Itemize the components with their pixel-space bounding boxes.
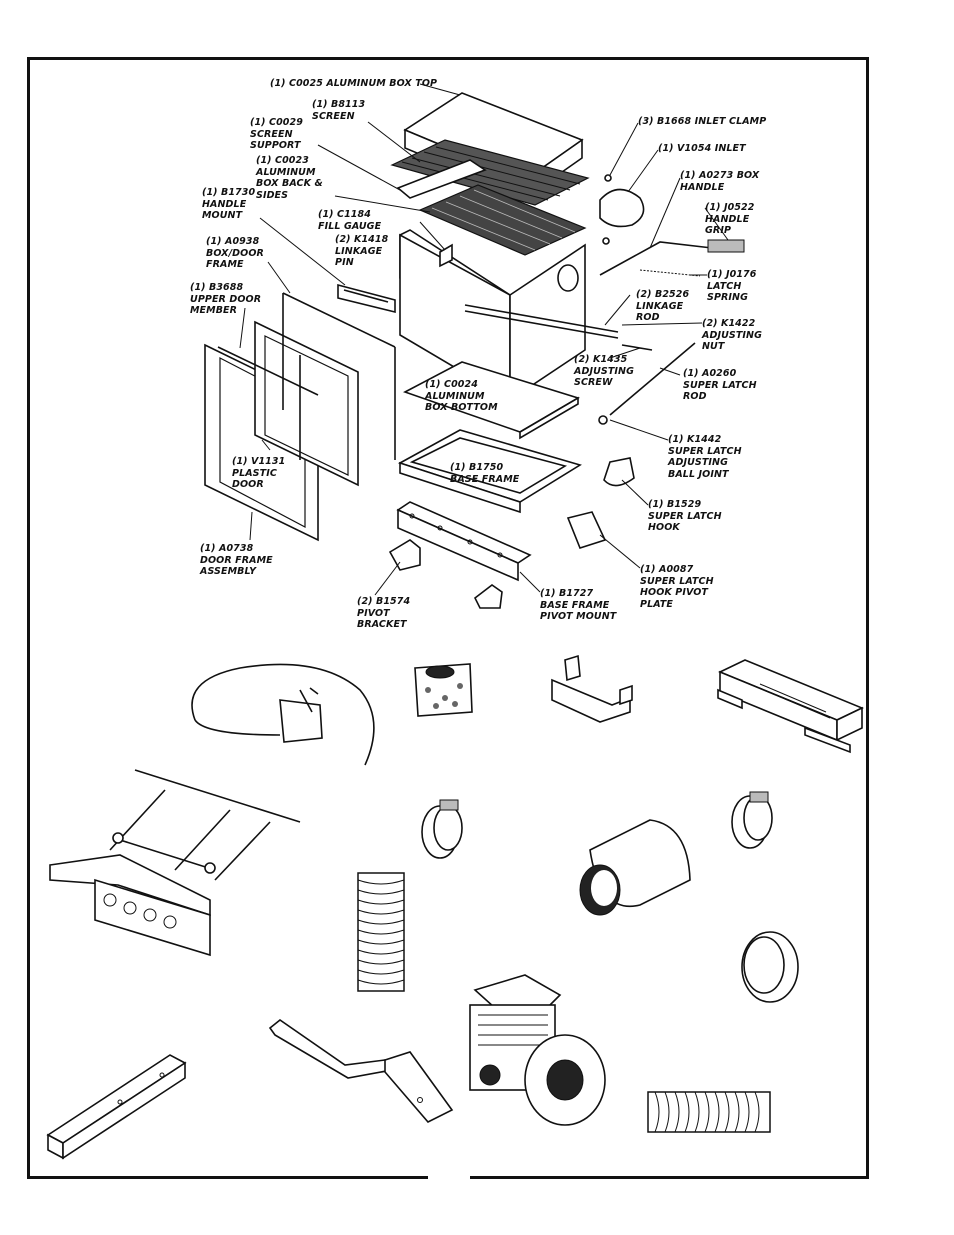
handle-mount-part — [337, 283, 396, 314]
label-box-back-sides: (1) C0023 ALUMINUM BOX BACK & SIDES — [256, 155, 323, 201]
label-linkage-rod: (2) B2526 LINKAGE ROD — [636, 289, 690, 323]
label-plastic-door: (1) V1131 PLASTIC DOOR — [232, 456, 286, 490]
label-box-door-frame: (1) A0938 BOX/DOOR FRAME — [206, 236, 264, 270]
engine-blower-illustration — [469, 974, 606, 1126]
offset-bracket-illustration — [268, 1019, 454, 1123]
label-inlet-clamp: (3) B1668 INLET CLAMP — [638, 116, 767, 127]
label-hook-pivot-plate: (1) A0087 SUPER LATCH HOOK PIVOT PLATE — [640, 564, 714, 610]
hardware-bag-illustration — [414, 663, 473, 717]
label-linkage-pin: (2) K1418 LINKAGE PIN — [335, 234, 389, 268]
latch-rod-part — [609, 342, 696, 416]
label-pivot-mount: (1) B1727 BASE FRAME PIVOT MOUNT — [540, 588, 617, 622]
cable-assembly-illustration — [191, 663, 375, 766]
square-tube-illustration — [46, 1054, 187, 1160]
pivot-mount-part — [396, 501, 532, 582]
flex-hose-illustration — [647, 1091, 771, 1133]
base-frame-part — [397, 429, 582, 514]
label-upper-door-member: (1) B3688 UPPER DOOR MEMBER — [190, 282, 262, 316]
label-box-bottom: (1) C0024 ALUMINUM BOX BOTTOM — [425, 379, 498, 413]
box-back-sides-part — [399, 184, 587, 402]
hose-clamp-illustration — [421, 799, 463, 859]
wooden-crossbar-illustration — [717, 659, 864, 754]
screen-support-part — [396, 159, 487, 199]
label-base-frame: (1) B1750 BASE FRAME — [450, 462, 520, 485]
label-adjusting-screw: (2) K1435 ADJUSTING SCREW — [574, 354, 634, 388]
label-door-frame-assembly: (1) A0738 DOOR FRAME ASSEMBLY — [200, 543, 273, 577]
label-handle-mount: (1) B1730 HANDLE MOUNT — [202, 187, 256, 221]
mounting-frame-illustration — [49, 769, 301, 957]
clamp-ring-illustration — [741, 931, 799, 1003]
leader-lines — [239, 83, 729, 596]
label-pivot-bracket: (2) B1574 PIVOT BRACKET — [357, 596, 411, 630]
flex-hose-illustration — [357, 872, 405, 992]
label-box-top: (1) C0025 ALUMINUM BOX TOP — [270, 78, 438, 89]
border-gap — [428, 1172, 470, 1184]
linkage-rod-part — [464, 304, 619, 333]
label-box-handle: (1) A0273 BOX HANDLE — [680, 170, 760, 193]
inlet-part — [599, 188, 645, 228]
label-fill-gauge: (1) C1184 FILL GAUGE — [318, 209, 382, 232]
adjusting-screw-part — [621, 344, 653, 351]
label-screen-support: (1) C0029 SCREEN SUPPORT — [250, 117, 303, 151]
door-frame-part — [204, 292, 396, 542]
label-handle-grip: (1) J0522 HANDLE GRIP — [705, 202, 755, 236]
pivot-bracket-part — [388, 539, 421, 571]
label-latch-spring: (1) J0176 LATCH SPRING — [707, 269, 757, 303]
mounting-bracket-illustration — [551, 654, 633, 723]
label-super-latch-rod: (1) A0260 SUPER LATCH ROD — [683, 368, 757, 402]
label-ball-joint: (1) K1442 SUPER LATCH ADJUSTING BALL JOI… — [668, 434, 742, 480]
inlet-elbow-illustration — [579, 819, 691, 916]
hose-clamp-illustration — [731, 791, 773, 849]
latch-hook-part — [603, 457, 635, 487]
hook-pivot-plate-part — [566, 511, 607, 549]
label-screen: (1) B8113 SCREEN — [312, 99, 366, 122]
label-latch-hook: (1) B1529 SUPER LATCH HOOK — [648, 499, 722, 533]
handle-grip-part — [707, 239, 745, 253]
label-adjusting-nut: (2) K1422 ADJUSTING NUT — [702, 318, 762, 352]
label-inlet: (1) V1054 INLET — [658, 143, 746, 154]
